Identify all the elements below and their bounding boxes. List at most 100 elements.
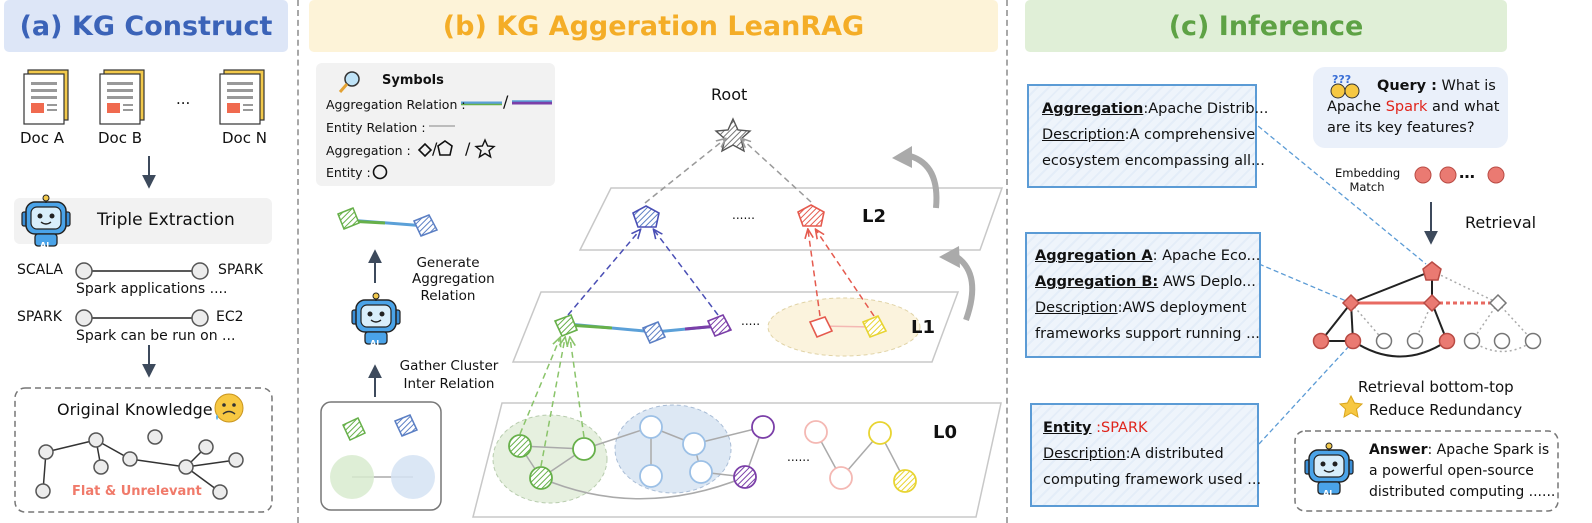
gather-label-1: Gather Cluster — [399, 358, 499, 374]
query-line-1: Query : What is — [1377, 78, 1496, 94]
svg-text:???: ??? — [1332, 73, 1351, 86]
embedding-dots: … — [1459, 163, 1477, 182]
query-line-3: are its key features? — [1327, 120, 1475, 136]
legend-entity-relation: Entity Relation : — [326, 120, 426, 135]
legend-shape-sep-1: / — [432, 139, 438, 158]
star-icon — [1338, 394, 1364, 418]
card2-line4: frameworks support running ... — [1035, 326, 1260, 342]
header-inference: (c) Inference — [1025, 0, 1507, 52]
original-knowledge-box — [14, 387, 273, 513]
robot-icon — [351, 292, 401, 345]
retrieval-bottom-top-label: Retrieval bottom-top — [1358, 378, 1514, 396]
card2-value-b: AWS Deplo... — [1158, 274, 1256, 290]
query-box — [1313, 67, 1508, 148]
docs-ellipsis: ... — [176, 90, 191, 108]
sad-face-icon — [214, 393, 244, 423]
generate-label-3: Relation — [420, 288, 476, 304]
flat-unrelevant-label: Flat & Unrelevant — [72, 484, 202, 499]
triple-1-relation: Spark applications .... — [76, 281, 228, 297]
card2-desc-value: :AWS deployment — [1117, 300, 1247, 316]
card2-key-b: Aggregation B: — [1035, 274, 1159, 290]
level-l1-label: L1 — [911, 317, 935, 338]
symbols-legend-box — [316, 63, 555, 186]
card2-desc-key: Description — [1035, 300, 1118, 316]
cluster-box — [320, 401, 442, 511]
symbols-title: Symbols — [382, 73, 444, 88]
gather-label-2: Inter Relation — [403, 376, 495, 392]
triple-2-tail: EC2 — [216, 309, 244, 325]
card3-value: :SPARK — [1091, 420, 1148, 436]
curved-arrow-icon — [955, 254, 976, 322]
triple-1-tail: SPARK — [218, 262, 263, 278]
answer-line-1: Answer: Apache Spark is — [1369, 442, 1549, 458]
query-text-1: What is — [1436, 78, 1496, 94]
legend-shape-sep-2: / — [465, 139, 471, 158]
card3-key: Entity — [1043, 420, 1092, 436]
robot-icon — [1304, 442, 1354, 495]
card1-value: :Apache Distrib... — [1143, 101, 1269, 117]
separator-left — [297, 0, 299, 523]
card1-desc-value: :A comprehensive — [1124, 127, 1256, 143]
robot-label: AI — [370, 339, 380, 348]
plane-l2 — [578, 187, 1004, 251]
card1-key: Aggregation — [1042, 101, 1144, 117]
robot-label: AI — [40, 241, 50, 250]
answer-line-3: distributed computing ...... — [1369, 484, 1556, 500]
l0-dots: ...... — [787, 450, 810, 464]
query-label: Query : — [1377, 78, 1437, 94]
header-kg-aggregation: (b) KG Aggeration LeanRAG — [309, 0, 998, 52]
generate-label-2: Aggregation — [412, 271, 495, 287]
document-icon — [23, 69, 69, 125]
retrieval-label: Retrieval — [1465, 213, 1537, 232]
root-star-icon — [714, 117, 752, 153]
card3-desc-key: Description — [1043, 446, 1126, 462]
answer-text-1: : Apache Spark is — [1427, 442, 1550, 458]
answer-label: Answer — [1369, 442, 1428, 458]
root-label: Root — [711, 85, 748, 104]
triple-2-relation: Spark can be run on ... — [76, 328, 236, 344]
document-icon — [219, 69, 265, 125]
query-text-2c: and what — [1427, 99, 1500, 115]
answer-box — [1294, 430, 1559, 512]
level-l2-label: L2 — [862, 206, 886, 227]
answer-line-2: a powerful open-source — [1369, 463, 1534, 479]
card2-value-a: : Apache Eco... — [1152, 248, 1261, 264]
legend-entity: Entity : — [326, 165, 371, 180]
match-label: Match — [1349, 180, 1385, 194]
card2-key-a: Aggregation A — [1035, 248, 1153, 264]
legend-aggregation-relation: Aggregation Relation : — [326, 97, 466, 112]
reduce-redundancy-label: Reduce Redundancy — [1369, 401, 1523, 419]
separator-right — [1006, 0, 1008, 523]
triple-1-head: SCALA — [17, 262, 63, 278]
legend-circle-icon — [372, 164, 388, 180]
card1-line3: ecosystem encompassing all... — [1042, 153, 1265, 169]
triple-extraction-box — [14, 198, 272, 244]
curved-arrow-icon — [908, 153, 940, 209]
document-icon — [99, 69, 145, 125]
question-people-icon: ??? — [1330, 73, 1360, 99]
doc-b-label: Doc B — [98, 129, 143, 147]
robot-label: AI — [1323, 489, 1333, 498]
card3-desc-value: :A distributed — [1125, 446, 1224, 462]
doc-n-label: Doc N — [222, 129, 267, 147]
legend-slash: / — [503, 92, 509, 111]
legend-star-icon — [474, 138, 496, 159]
original-knowledge-label: Original Knowledge — [57, 400, 213, 419]
magnifier-icon — [338, 71, 360, 93]
aggregation-card: Aggregation:Apache Distrib... Descriptio… — [1027, 84, 1268, 188]
l2-dots: ...... — [732, 208, 755, 222]
query-line-2: Apache Spark and what — [1327, 99, 1499, 115]
l1-dots: ..... — [741, 314, 761, 328]
embedding-label: Embedding — [1335, 166, 1401, 180]
card1-desc-key: Description — [1042, 127, 1125, 143]
header-kg-construct: (a) KG Construct — [4, 0, 288, 52]
entity-card: Entity :SPARK Description:A distributed … — [1030, 403, 1261, 507]
level-l0-label: L0 — [933, 422, 957, 443]
generate-label-1: Generate — [416, 255, 480, 271]
query-spark: Spark — [1385, 99, 1428, 115]
multi-aggregation-card: Aggregation A: Apache Eco... Aggregation… — [1025, 232, 1261, 358]
legend-diamond-icon — [417, 142, 433, 158]
doc-a-label: Doc A — [20, 129, 65, 147]
